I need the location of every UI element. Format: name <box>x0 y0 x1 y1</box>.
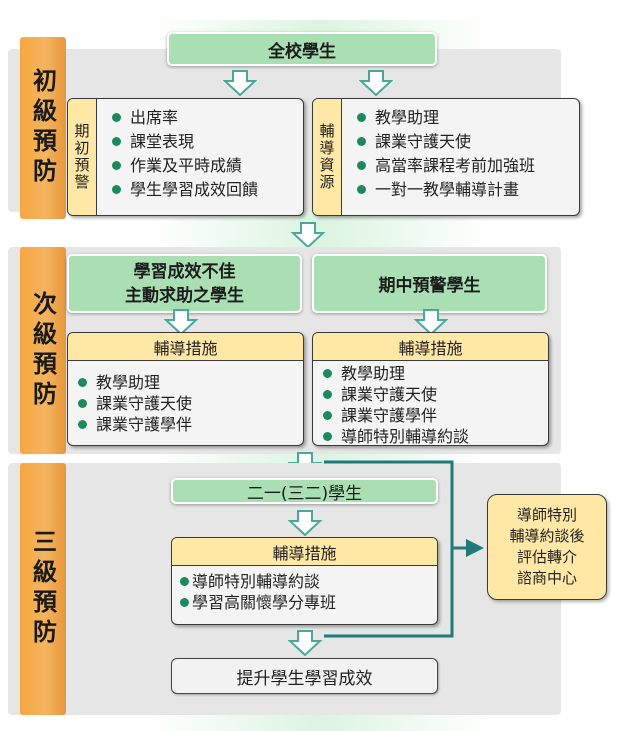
bullet-icon <box>357 113 366 122</box>
bullet-icon <box>323 369 332 378</box>
tutoring-resources-card: 輔導資源 教學助理 課業守護天使 高當率課程考前加強班 一對一教學輔導計畫 <box>312 98 580 216</box>
arrow-down-icon <box>288 630 322 656</box>
bullet-icon <box>323 390 332 399</box>
list-item: 作業及平時成績 <box>112 155 258 176</box>
arrow-down-icon <box>223 70 257 96</box>
bullet-icon <box>78 378 87 387</box>
tier-label-primary: 初級預防 <box>28 68 57 188</box>
card-header: 輔導措施 <box>172 538 437 566</box>
improve-learning-box: 提升學生學習成效 <box>171 658 438 694</box>
bullet-icon <box>180 577 189 586</box>
secondary-right-list: 教學助理 課業守護天使 課業守護學伴 導師特別輔導約談 <box>323 363 469 445</box>
low-achievement-box: 學習成效不佳 主動求助之學生 <box>67 254 302 313</box>
early-warning-card: 期初預警 出席率 課堂表現 作業及平時成績 學生學習成效回饋 <box>67 98 304 216</box>
tier-label-tertiary: 三級預防 <box>28 529 57 649</box>
early-warning-side: 期初預警 <box>68 99 97 215</box>
tier-bar-secondary: 次級預防 <box>20 247 66 454</box>
list-item: 高當率課程考前加強班 <box>357 155 535 176</box>
bullet-icon <box>180 598 189 607</box>
list-item: 學生學習成效回饋 <box>112 179 258 200</box>
tutoring-resources-list: 教學助理 課業守護天使 高當率課程考前加強班 一對一教學輔導計畫 <box>357 107 535 200</box>
tutoring-resources-side: 輔導資源 <box>313 99 342 215</box>
list-item: 課堂表現 <box>112 131 258 152</box>
bullet-icon <box>112 113 121 122</box>
secondary-left-list: 教學助理 課業守護天使 課業守護學伴 <box>78 372 192 435</box>
arrow-down-icon <box>359 70 393 96</box>
tier-bar-primary: 初級預防 <box>20 37 66 219</box>
list-item: 教學助理 <box>78 372 192 393</box>
arrow-down-icon <box>414 309 448 335</box>
list-item: 教學助理 <box>323 363 469 384</box>
arrow-down-icon <box>164 309 198 335</box>
card-header: 輔導措施 <box>313 333 548 361</box>
early-warning-list: 出席率 課堂表現 作業及平時成績 學生學習成效回饋 <box>112 107 258 200</box>
tertiary-list: 導師特別輔導約談 學習高關懷學分專班 <box>180 571 336 613</box>
bullet-icon <box>112 185 121 194</box>
list-item: 一對一教學輔導計畫 <box>357 179 535 200</box>
tertiary-measures-card: 輔導措施 導師特別輔導約談 學習高關懷學分專班 <box>171 537 438 625</box>
list-item: 課業守護天使 <box>357 131 535 152</box>
card-header: 輔導措施 <box>68 333 303 361</box>
bullet-icon <box>112 137 121 146</box>
list-item: 教學助理 <box>357 107 535 128</box>
arrow-down-icon <box>288 510 322 536</box>
bullet-icon <box>357 137 366 146</box>
all-students-box: 全校學生 <box>167 32 437 66</box>
list-item: 導師特別輔導約談 <box>323 426 469 445</box>
list-item: 課業守護學伴 <box>323 405 469 426</box>
list-item: 課業守護天使 <box>323 384 469 405</box>
tier-bar-tertiary: 三級預防 <box>20 463 66 715</box>
bullet-icon <box>78 399 87 408</box>
list-item: 學習高關懷學分專班 <box>180 592 336 613</box>
bullet-icon <box>357 161 366 170</box>
bullet-icon <box>357 185 366 194</box>
secondary-left-measures-card: 輔導措施 教學助理 課業守護天使 課業守護學伴 <box>67 332 304 446</box>
bullet-icon <box>78 420 87 429</box>
list-item: 課業守護學伴 <box>78 414 192 435</box>
list-item: 出席率 <box>112 107 258 128</box>
bullet-icon <box>112 161 121 170</box>
secondary-right-measures-card: 輔導措施 教學助理 課業守護天使 課業守護學伴 導師特別輔導約談 <box>312 332 549 446</box>
bullet-icon <box>323 432 332 441</box>
list-item: 課業守護天使 <box>78 393 192 414</box>
list-item: 導師特別輔導約談 <box>180 571 336 592</box>
arrow-down-icon <box>291 222 325 248</box>
tier-label-secondary: 次級預防 <box>28 290 57 411</box>
bullet-icon <box>323 411 332 420</box>
midterm-warning-box: 期中預警學生 <box>312 254 547 313</box>
failing-students-box: 二一(三二)學生 <box>171 478 438 504</box>
counseling-referral-box: 導師特別 輔導約談後 評估轉介 諮商中心 <box>487 494 607 600</box>
